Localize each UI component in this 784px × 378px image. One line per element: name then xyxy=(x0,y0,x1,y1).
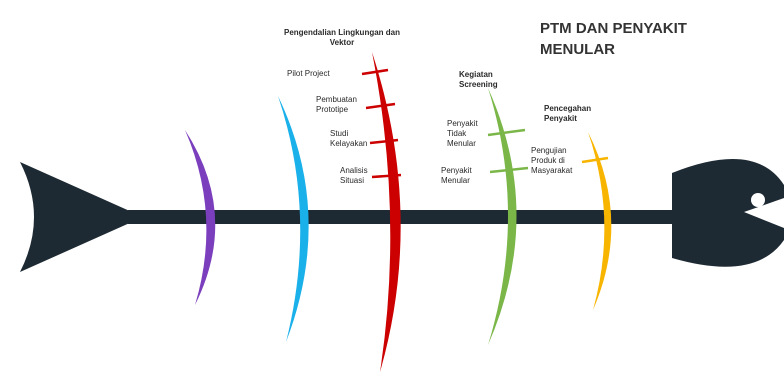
rib-red xyxy=(372,52,401,372)
green-branch-heading: Kegiatan Screening xyxy=(459,70,498,89)
red-branch-item: Pilot Project xyxy=(287,69,330,78)
fish-tail xyxy=(20,162,132,272)
fish-eye xyxy=(751,193,765,207)
green-branch-item: Penyakit Tidak Menular xyxy=(447,119,478,148)
red-branch-item: Analisis Situasi xyxy=(340,166,368,185)
yellow-branch-heading: Pencegahan Penyakit xyxy=(544,104,592,123)
green-branch-item: Penyakit Menular xyxy=(441,166,472,185)
red-tick-4 xyxy=(371,173,402,179)
rib-purple xyxy=(185,130,216,305)
red-tick-3 xyxy=(369,138,399,145)
yellow-branch-item: Pengujian Produk di Masyarakat xyxy=(531,146,573,175)
rib-yellow xyxy=(588,132,612,310)
green-tick-1 xyxy=(487,128,526,137)
red-branch-heading: Pengendalian Lingkungan dan Vektor xyxy=(283,28,400,47)
rib-green xyxy=(488,88,517,345)
red-branch-item: Pembuatan Prototipe xyxy=(316,95,357,114)
yellow-tick-1 xyxy=(581,156,609,164)
fish-head xyxy=(672,159,784,267)
red-tick-2 xyxy=(365,102,396,110)
red-tick-1 xyxy=(361,68,389,76)
red-branch-item: Studi Kelayakan xyxy=(330,129,368,148)
page-title: PTM DAN PENYAKIT MENULAR xyxy=(540,20,687,58)
rib-blue xyxy=(278,96,309,342)
green-tick-2 xyxy=(489,166,529,174)
